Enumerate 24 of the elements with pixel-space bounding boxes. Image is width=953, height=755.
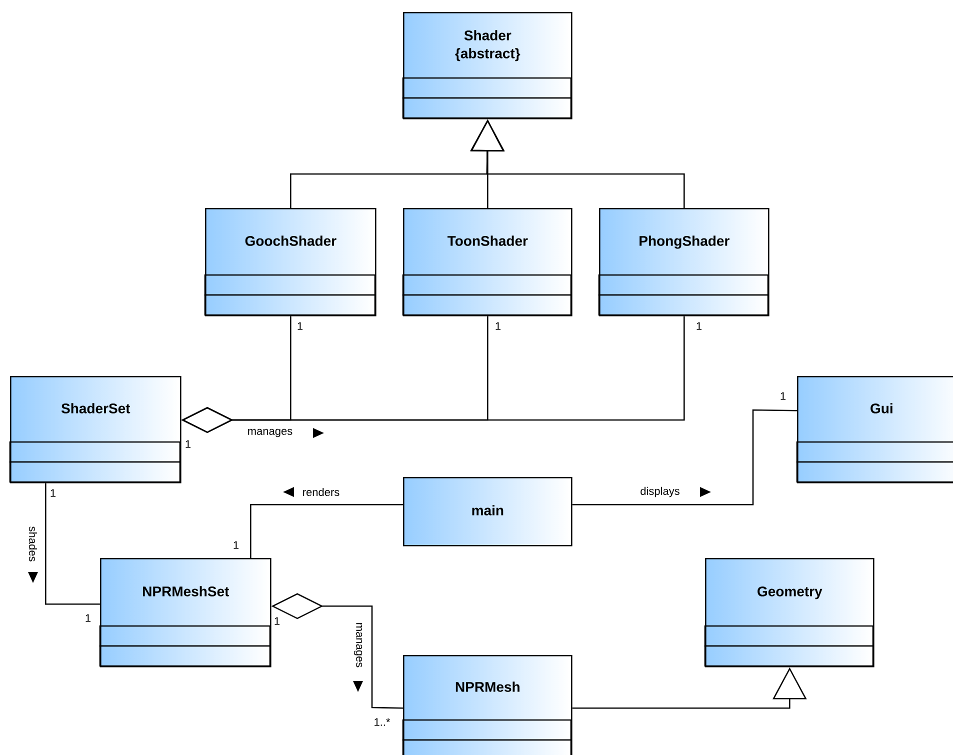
class-box: Geometry bbox=[704, 558, 874, 668]
multiplicity-label: 1 bbox=[298, 322, 303, 330]
multiplicity-label: 1 bbox=[496, 322, 501, 330]
connector bbox=[45, 483, 100, 605]
edge-label: shades bbox=[28, 525, 38, 563]
multiplicity-label: 1 bbox=[86, 614, 91, 622]
class-box: NPRMesh bbox=[402, 655, 572, 755]
class-box: NPRMeshSet bbox=[99, 558, 272, 668]
class-box: PhongShader bbox=[598, 208, 770, 316]
edge-label: manages bbox=[352, 621, 364, 669]
multiplicity-label: 1 bbox=[50, 489, 56, 497]
connector bbox=[250, 504, 403, 558]
edge-label: manages bbox=[246, 428, 294, 438]
class-box: Shader {abstract} bbox=[402, 12, 572, 120]
class-box: ToonShader bbox=[402, 208, 572, 316]
class-box: ShaderSet bbox=[9, 376, 182, 484]
connector bbox=[572, 409, 798, 506]
multiplicity-label: 1..* bbox=[374, 718, 390, 726]
class-box: GoochShader bbox=[204, 208, 376, 316]
multiplicity-label: 1 bbox=[780, 392, 786, 400]
class-box: Gui bbox=[796, 376, 953, 484]
edge-label: displays bbox=[639, 486, 681, 498]
class-box: main bbox=[403, 477, 572, 546]
edge-label: renders bbox=[301, 486, 341, 498]
